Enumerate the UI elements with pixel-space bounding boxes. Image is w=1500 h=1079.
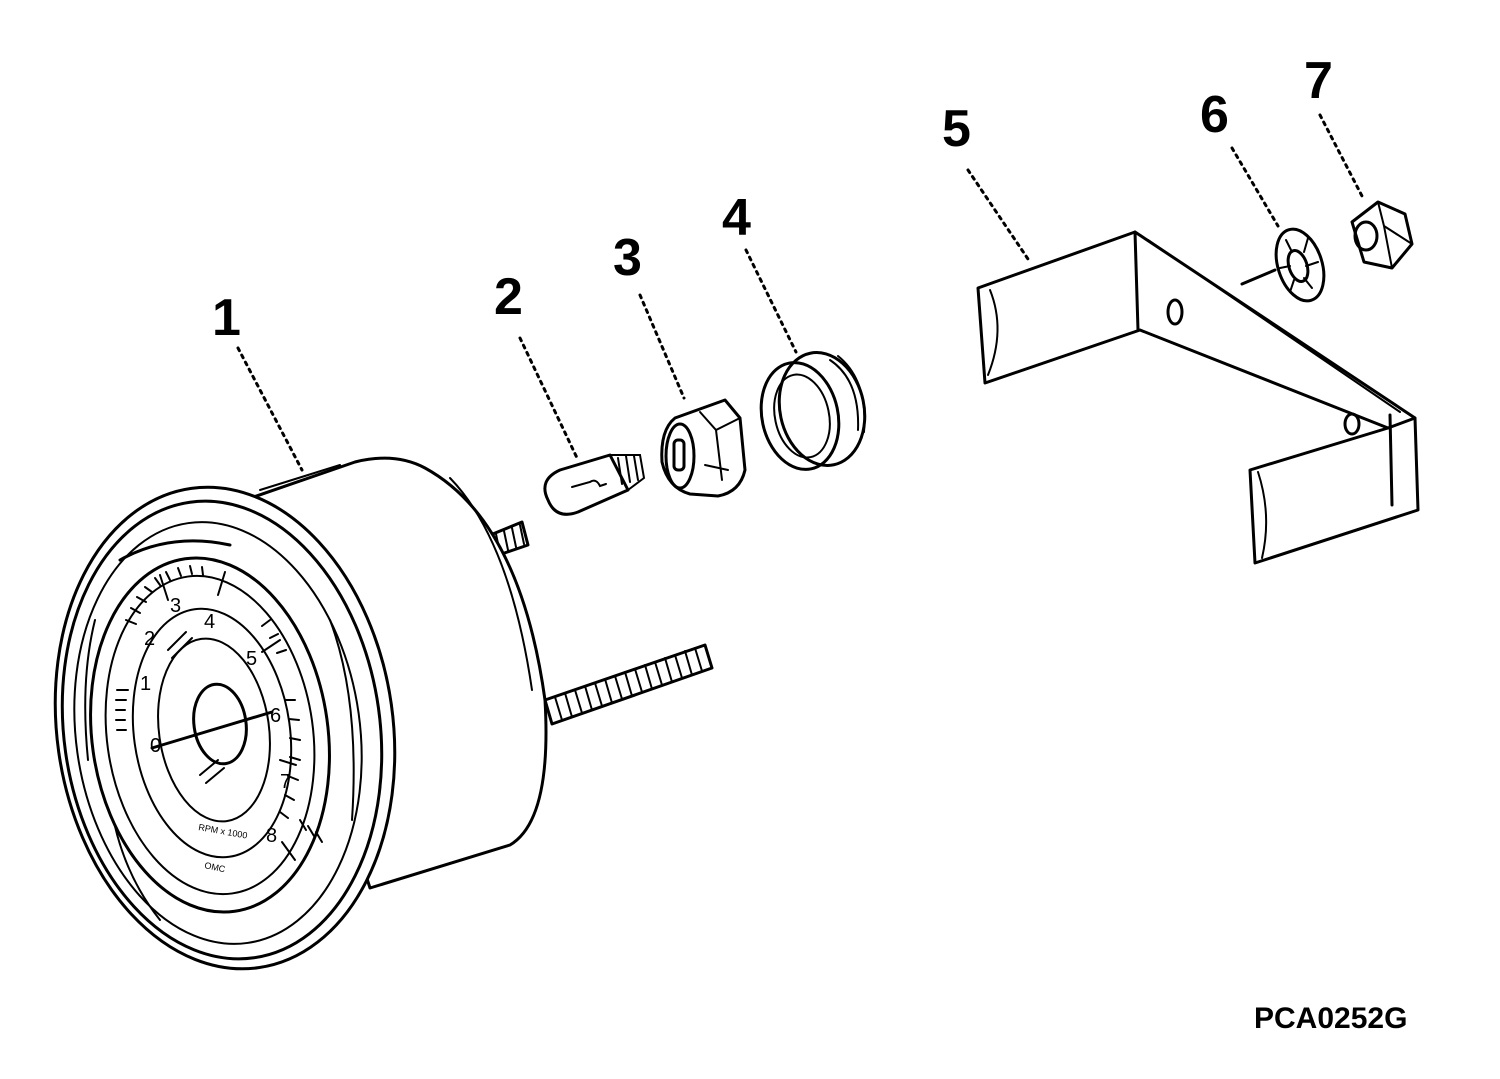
dial-number-8: 8 (266, 825, 277, 847)
lock-washer-icon (1240, 227, 1326, 303)
figure-code: PCA0252G (1254, 1002, 1407, 1035)
hex-nut-icon (1350, 200, 1414, 270)
leader-3 (638, 293, 686, 400)
callout-3: 3 (613, 229, 642, 287)
tachometer-gauge-icon: 0 1 2 3 4 5 6 7 8 RPM x 1000 OMC (53, 456, 714, 971)
leader-lines (236, 113, 1364, 472)
bulb-socket-icon (660, 398, 747, 498)
dial-number-4: 4 (204, 611, 215, 633)
leader-1 (236, 346, 304, 472)
dial-number-7: 7 (280, 771, 291, 793)
dial-number-6: 6 (270, 705, 281, 727)
callout-2: 2 (494, 268, 523, 326)
grommet-icon (759, 351, 867, 471)
dial-number-1: 1 (140, 673, 151, 695)
leader-6 (1230, 146, 1280, 228)
mounting-stud-long (543, 643, 714, 726)
mounting-bracket-icon (976, 230, 1420, 565)
dial-brand: OMC (204, 860, 227, 874)
dial-number-0: 0 (150, 735, 161, 757)
leader-7 (1318, 113, 1364, 198)
leader-2 (518, 336, 580, 462)
bulb-icon (543, 453, 646, 516)
callout-6: 6 (1200, 86, 1229, 144)
callout-1: 1 (212, 289, 241, 347)
dial-number-2: 2 (144, 628, 155, 650)
dial-number-3: 3 (170, 595, 181, 617)
leader-4 (744, 248, 798, 354)
dial-ticks (115, 565, 323, 861)
callout-7: 7 (1304, 52, 1333, 110)
dial-number-5: 5 (246, 648, 257, 670)
leader-5 (966, 168, 1032, 264)
callout-4: 4 (722, 189, 751, 247)
callout-5: 5 (942, 100, 971, 158)
